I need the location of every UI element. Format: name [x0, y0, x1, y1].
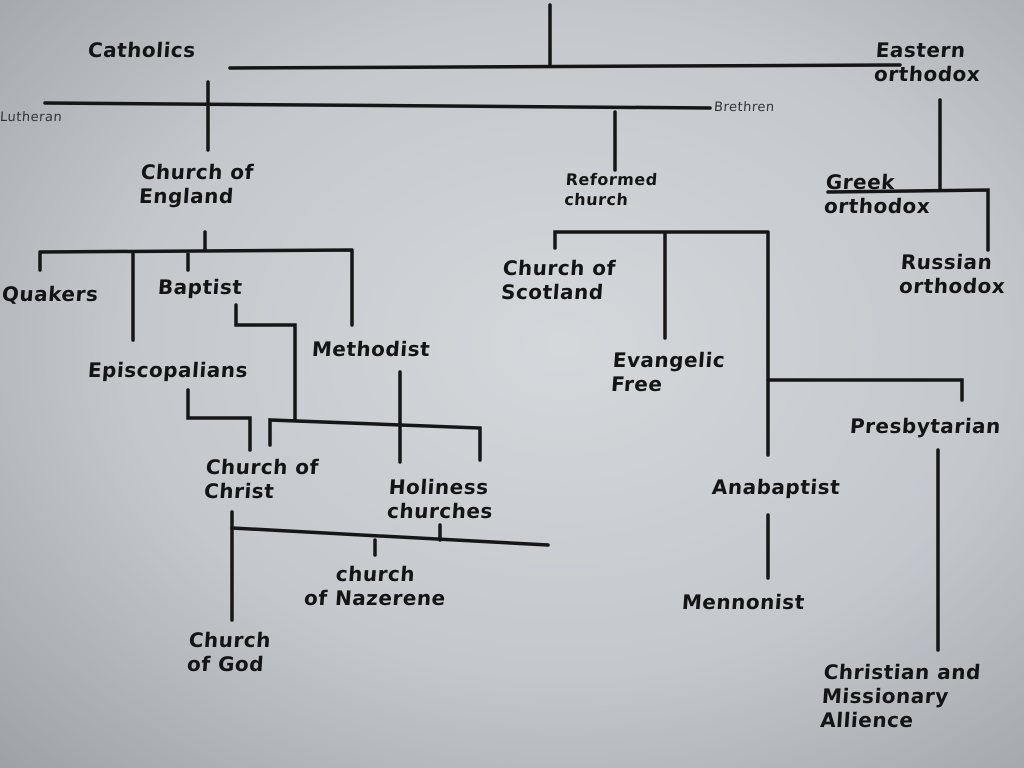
label-line: Church of [502, 256, 617, 280]
connector-line [228, 63, 902, 70]
connector-line [38, 248, 354, 342]
connector-line [234, 303, 297, 422]
node-quakers: Quakers [1, 282, 100, 306]
label-line: Russian [900, 250, 994, 274]
node-methodist: Methodist [311, 337, 431, 361]
label-line: of Nazerene [303, 586, 447, 610]
label-line: Reformed [565, 170, 659, 189]
label-line: Eastern [875, 38, 967, 62]
label-line: orthodox [873, 62, 982, 86]
label-line: Greek [825, 170, 896, 194]
node-catholics: Catholics [87, 38, 197, 62]
label-line: England [138, 184, 235, 208]
node-brethren: Brethren [713, 100, 776, 115]
node-mennonist: Mennonist [681, 590, 806, 614]
label-line: Holiness [388, 475, 490, 499]
connector-line [766, 378, 964, 402]
label-line: Church [188, 628, 272, 652]
connector-line [826, 188, 990, 252]
node-episcopalians: Episcopalians [87, 358, 249, 382]
label-line: churches [386, 499, 494, 523]
node-baptist: Baptist [157, 275, 244, 299]
label-line: Evangelic [612, 348, 727, 372]
node-presbytarian: Presbytarian [849, 414, 1002, 438]
connector-line [268, 418, 482, 462]
label-line: Church of [205, 455, 320, 479]
node-anabaptist: Anabaptist [711, 475, 842, 499]
label-line: of God [186, 652, 265, 676]
node-lutheran: Lutheran [0, 110, 63, 125]
connector-line [553, 230, 770, 457]
label-line: orthodox [898, 274, 1007, 298]
connector-line [43, 101, 712, 110]
connector-line [373, 523, 442, 557]
label-line: Missionary [821, 684, 950, 708]
label-line: Church of [140, 160, 255, 184]
label-line: Allience [819, 708, 915, 732]
label-line: Christian and [822, 660, 982, 684]
label-line: Free [610, 372, 664, 396]
connector-line [186, 388, 252, 452]
connector-line [230, 526, 550, 547]
label-line: church [335, 562, 416, 586]
label-line: orthodox [823, 194, 932, 218]
label-line: Christ [203, 479, 276, 503]
label-line: Scotland [500, 280, 605, 304]
label-line: church [563, 190, 630, 209]
